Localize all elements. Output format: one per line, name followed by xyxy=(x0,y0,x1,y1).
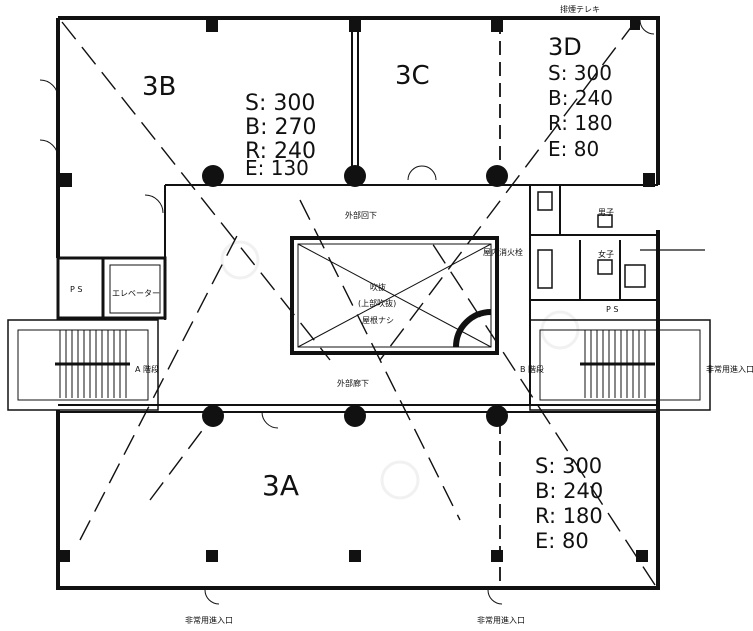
stair-b-label: B 階段 xyxy=(520,364,544,374)
unit-3b-name: 3B xyxy=(142,72,176,102)
elevator-label: エレベーター xyxy=(112,289,160,298)
void-sub: (上部吹抜) xyxy=(358,298,396,308)
unit-3c-name: 3C xyxy=(395,61,430,91)
unit-3a-name: 3A xyxy=(262,469,299,502)
unit-3d-spec-e: E: 80 xyxy=(548,137,599,161)
corridor-lower-label: 外部廊下 xyxy=(337,378,369,388)
doors xyxy=(39,19,655,605)
ps2-label: P S xyxy=(606,305,618,314)
unit-3a-spec-b: B: 240 xyxy=(535,479,603,503)
toilet-fixtures xyxy=(537,191,646,289)
posts xyxy=(60,20,655,562)
mens-wc-label: 男子 xyxy=(598,208,614,217)
womens-wc-label: 女子 xyxy=(598,249,614,259)
stair-a-label: A 階段 xyxy=(135,364,159,374)
unit-3a-spec-s: S: 300 xyxy=(535,454,602,478)
unit-3d-spec-r: R: 180 xyxy=(548,111,613,135)
top-label: 排煙テレキ xyxy=(560,4,600,14)
stair-b xyxy=(529,319,711,411)
stair-a-treads xyxy=(55,330,130,398)
unit-3d-spec-s: S: 300 xyxy=(548,61,612,85)
void-title: 吹抜 xyxy=(370,282,386,292)
emergency-entrance-label: 非常用進入口 xyxy=(477,615,525,625)
unit-3b-spec-r: R: 240 xyxy=(245,139,316,164)
unit-3a-spec-r: R: 180 xyxy=(535,504,603,528)
unit-3a-spec-e: E: 80 xyxy=(535,529,589,553)
unit-3d-name: 3D xyxy=(548,33,582,61)
ps-label: P S xyxy=(70,285,82,294)
stair-b-treads xyxy=(580,330,655,398)
atrium-void xyxy=(290,236,499,355)
unit-3b-spec-b: B: 270 xyxy=(245,115,317,140)
exterior-walls xyxy=(56,16,660,590)
unit-3d-spec-b: B: 240 xyxy=(548,86,613,110)
unit-3b-spec-e: E: 130 xyxy=(245,156,309,180)
stair-a xyxy=(7,319,159,411)
hydrant-label: 屋内消火栓 xyxy=(483,247,523,257)
void-note: 屋根ナシ xyxy=(362,315,394,325)
corridor-upper-label: 外部回下 xyxy=(345,210,377,220)
unit-3b-spec-s: S: 300 xyxy=(245,91,315,116)
left-core xyxy=(56,256,167,320)
emergency-entrance-label: 非常用進入口 xyxy=(185,615,233,625)
columns xyxy=(202,165,508,427)
dimension-lines xyxy=(61,21,656,586)
emergency-entrance-label: 非常用進入口 xyxy=(706,364,753,374)
